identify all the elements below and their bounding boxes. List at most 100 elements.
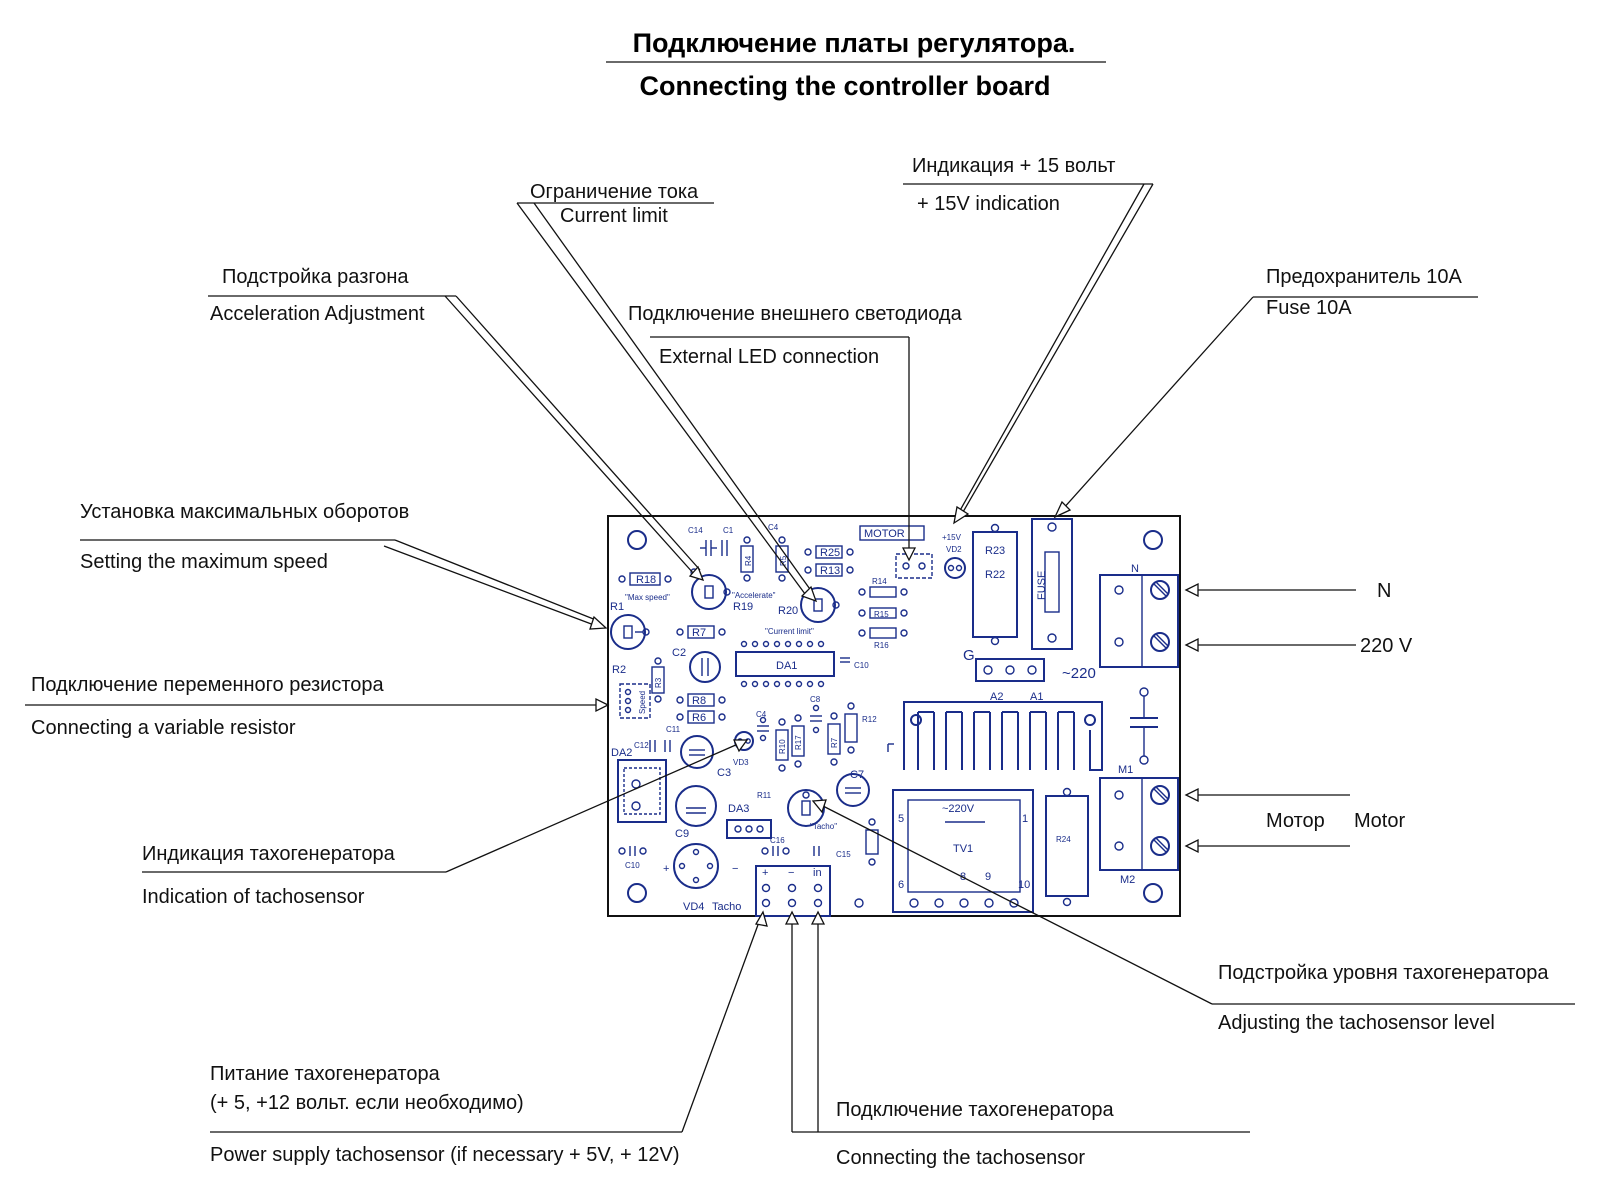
cap-c8 [810, 704, 822, 734]
resistor-r15: R15 [858, 607, 908, 619]
resistor-r13: R13 [804, 563, 854, 577]
c2-label: C2 [672, 647, 686, 659]
c4-mid-label: C4 [756, 710, 767, 719]
svg-text:A2: A2 [990, 691, 1003, 703]
resistor-r7-lower: R7 [827, 712, 841, 766]
current-en-text: Current limit [560, 205, 668, 227]
cap-c3 [680, 735, 714, 769]
terminal-block-motor [1099, 777, 1179, 871]
svg-text:FUSE: FUSE [1036, 571, 1048, 600]
cap-c10-lower: C10 [618, 846, 647, 870]
mount-hole-tl [627, 530, 647, 550]
resistor-r25: R25 [804, 545, 854, 559]
motor-led-connector: MOTOR [859, 525, 933, 579]
motor-ru-text: Мотор [1266, 810, 1325, 832]
fuse-ru-text: Предохранитель 10А [1266, 266, 1463, 288]
v220-text: 220 V [1360, 635, 1413, 657]
c3-label: C3 [717, 767, 731, 779]
c14-label: C14 [688, 526, 703, 535]
svg-text:N: N [1131, 563, 1139, 575]
maxspeed-ru-text: Установка максимальных оборотов [80, 501, 409, 523]
tacho-connector: + − in [755, 865, 831, 917]
led15-ru-text: Индикация + 15 вольт [912, 155, 1115, 177]
cap-c2 [689, 651, 721, 683]
svg-text:1: 1 [1022, 813, 1028, 825]
c11-label: C11 [666, 725, 681, 734]
resistor-r8: R8 [676, 693, 726, 707]
svg-text:A1: A1 [1030, 691, 1043, 703]
svg-text:R8: R8 [692, 695, 706, 707]
mount-hole-br [1143, 883, 1163, 903]
svg-text:~220V: ~220V [942, 803, 975, 815]
cap-c9 [675, 785, 717, 827]
title-en: Connecting the controller board [639, 71, 1050, 101]
extled-ru-text: Подключение внешнего светодиода [628, 303, 963, 325]
maxspeed-en-text: Setting the maximum speed [80, 551, 328, 573]
ac220-label: ~220 [1062, 665, 1096, 682]
title-ru: Подключение платы регулятора. [633, 28, 1076, 58]
triac-heatsink: A2 A1 [887, 691, 1103, 771]
callout-tacho-indication: Индикация тахогенератора Indication of t… [142, 739, 749, 908]
c4-top-label: C4 [768, 523, 779, 532]
accel-ru-text: Подстройка разгона [222, 266, 409, 288]
svg-text:R7: R7 [830, 737, 839, 748]
callout-mains: N 220 V [1184, 580, 1413, 657]
resistor-r12: R12 [844, 702, 877, 754]
resistor-r3: R3 [651, 657, 665, 703]
current-ru-text: Ограничение тока [530, 181, 699, 203]
fuse-en-text: Fuse 10A [1266, 297, 1352, 319]
callout-max-speed: Установка максимальных оборотов Setting … [80, 501, 608, 630]
svg-text:R17: R17 [794, 735, 803, 750]
tacho-label: Tacho [712, 901, 741, 913]
vd2-label: VD2 [946, 545, 962, 554]
svg-text:R22: R22 [985, 569, 1005, 581]
tacholevel-ru-text: Подстройка уровня тахогенератора [1218, 962, 1549, 984]
tachoind-en-text: Indication of tachosensor [142, 886, 365, 908]
svg-text:R5: R5 [779, 555, 788, 566]
svg-text:Speed: Speed [638, 691, 647, 714]
svg-text:R3: R3 [654, 677, 663, 688]
svg-text:C10: C10 [854, 661, 869, 670]
resistor-r22-r23: R23 R22 [972, 523, 1018, 646]
transformer-tv1: ~220V TV1 5 1 6 8 9 10 [892, 789, 1034, 913]
tachopower-ru1-text: Питание тахогенератора [210, 1063, 441, 1085]
callout-variable-resistor: Подключение переменного резистора Connec… [25, 674, 610, 739]
tachopower-en-text: Power supply tachosensor (if necessary +… [210, 1144, 680, 1166]
resistor-r7-upper: R7 [676, 625, 726, 639]
svg-text:R16: R16 [874, 641, 889, 650]
svg-text:R25: R25 [820, 547, 840, 559]
callout-15v-indication: Индикация + 15 вольт + 15V indication [903, 155, 1154, 525]
chip-da1: DA1 [735, 651, 835, 677]
callout-acceleration: Подстройка разгона Acceleration Adjustme… [208, 266, 705, 582]
svg-text:in: in [813, 867, 822, 879]
varres-en-text: Connecting a variable resistor [31, 717, 296, 739]
current-limit-label: "Current limit" [765, 627, 814, 636]
trimmer-r20 [800, 587, 840, 623]
variable-resistor-header: Speed [619, 683, 651, 719]
terminal-block-top: N [1099, 563, 1179, 668]
callout-current-limit: Ограничение тока Current limit [516, 181, 818, 603]
svg-text:5: 5 [898, 813, 904, 825]
svg-text:R4: R4 [744, 555, 753, 566]
resistor-r16: R16 [858, 627, 908, 650]
callout-tacho-connection: Подключение тахогенератора Connecting th… [784, 910, 1250, 1169]
cap-c10-upper: C10 [840, 657, 869, 670]
resistor-r18: R18 [618, 572, 672, 586]
svg-text:+: + [663, 863, 669, 875]
svg-text:"Tacho": "Tacho" [810, 822, 837, 831]
callout-external-led: Подключение внешнего светодиода External… [628, 303, 963, 562]
regulator-da2 [617, 759, 667, 823]
da1-pins-top [740, 640, 825, 648]
extled-en-text: External LED connection [659, 346, 879, 368]
fuse-holder: FUSE [1031, 518, 1073, 650]
tachoconn-ru-text: Подключение тахогенератора [836, 1099, 1114, 1121]
svg-text:+: + [762, 867, 768, 879]
trimmer-r1 [610, 614, 650, 650]
vd4-label: VD4 [683, 901, 704, 913]
tacholevel-en-text: Adjusting the tachosensor level [1218, 1012, 1495, 1034]
callout-tacho-level: Подстройка уровня тахогенератора Adjusti… [811, 799, 1575, 1034]
svg-text:R14: R14 [872, 577, 887, 586]
snubber-capacitor [1130, 687, 1158, 765]
varres-ru-text: Подключение переменного резистора [31, 674, 385, 696]
